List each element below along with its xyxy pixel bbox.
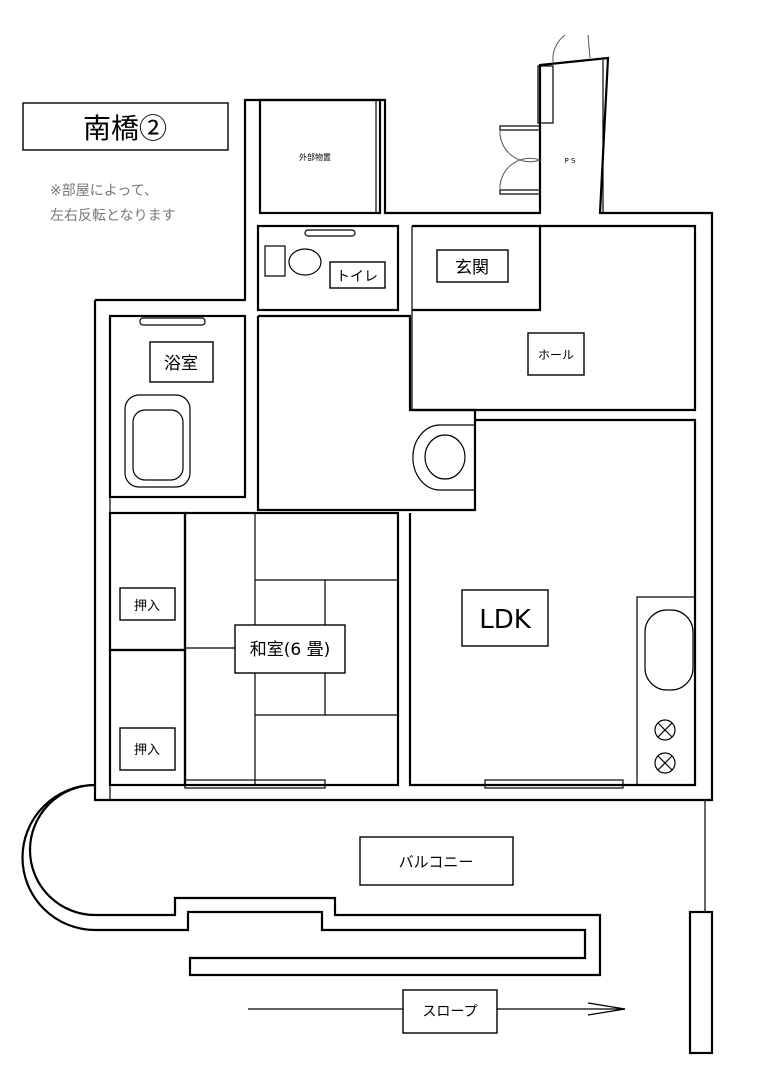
storage-room: 外部物置 [258,98,382,215]
toilet-room: トイレ [256,224,400,312]
note-line-2: 左右反転となります [50,208,176,224]
ps-label: P S [565,157,576,165]
closet-1-label: 押入 [134,599,160,614]
washroom [256,314,477,512]
sink-icon [644,609,694,691]
balcony-label: バルコニー [399,853,474,871]
toilet-label: トイレ [336,269,378,285]
ldk-label: LDK [479,605,532,635]
entrance-label: 玄関 [455,258,489,278]
kitchen-counter [636,596,696,786]
plan-title: 南橋② [83,112,167,145]
stove-burner-icon [654,752,676,774]
hall-room: ホール [412,224,697,412]
japanese-room-label: 和室(6 畳) [250,640,330,660]
storage-label: 外部物置 [299,152,331,162]
slope-label: スロープ [422,1004,477,1020]
closets: 押入 押入 [108,511,187,787]
ldk-room: LDK [408,418,697,789]
closet-2-label: 押入 [134,743,160,758]
note-line-1: ※部屋によって、 [50,183,158,199]
slope: スロープ [248,989,626,1034]
balcony: バルコニー [21,783,714,1055]
japanese-room: 和室(6 畳) [183,511,400,789]
title-box: 南橋② [22,102,229,151]
stove-burner-icon [654,719,676,741]
hall-label: ホール [538,348,574,362]
outer-walls [93,56,714,802]
entrance-room: 玄関 [411,224,542,410]
bath-label: 浴室 [164,354,198,374]
bath-room: 浴室 [108,314,247,499]
arrow-icon [587,1002,626,1016]
ps-area: P S [499,34,591,195]
